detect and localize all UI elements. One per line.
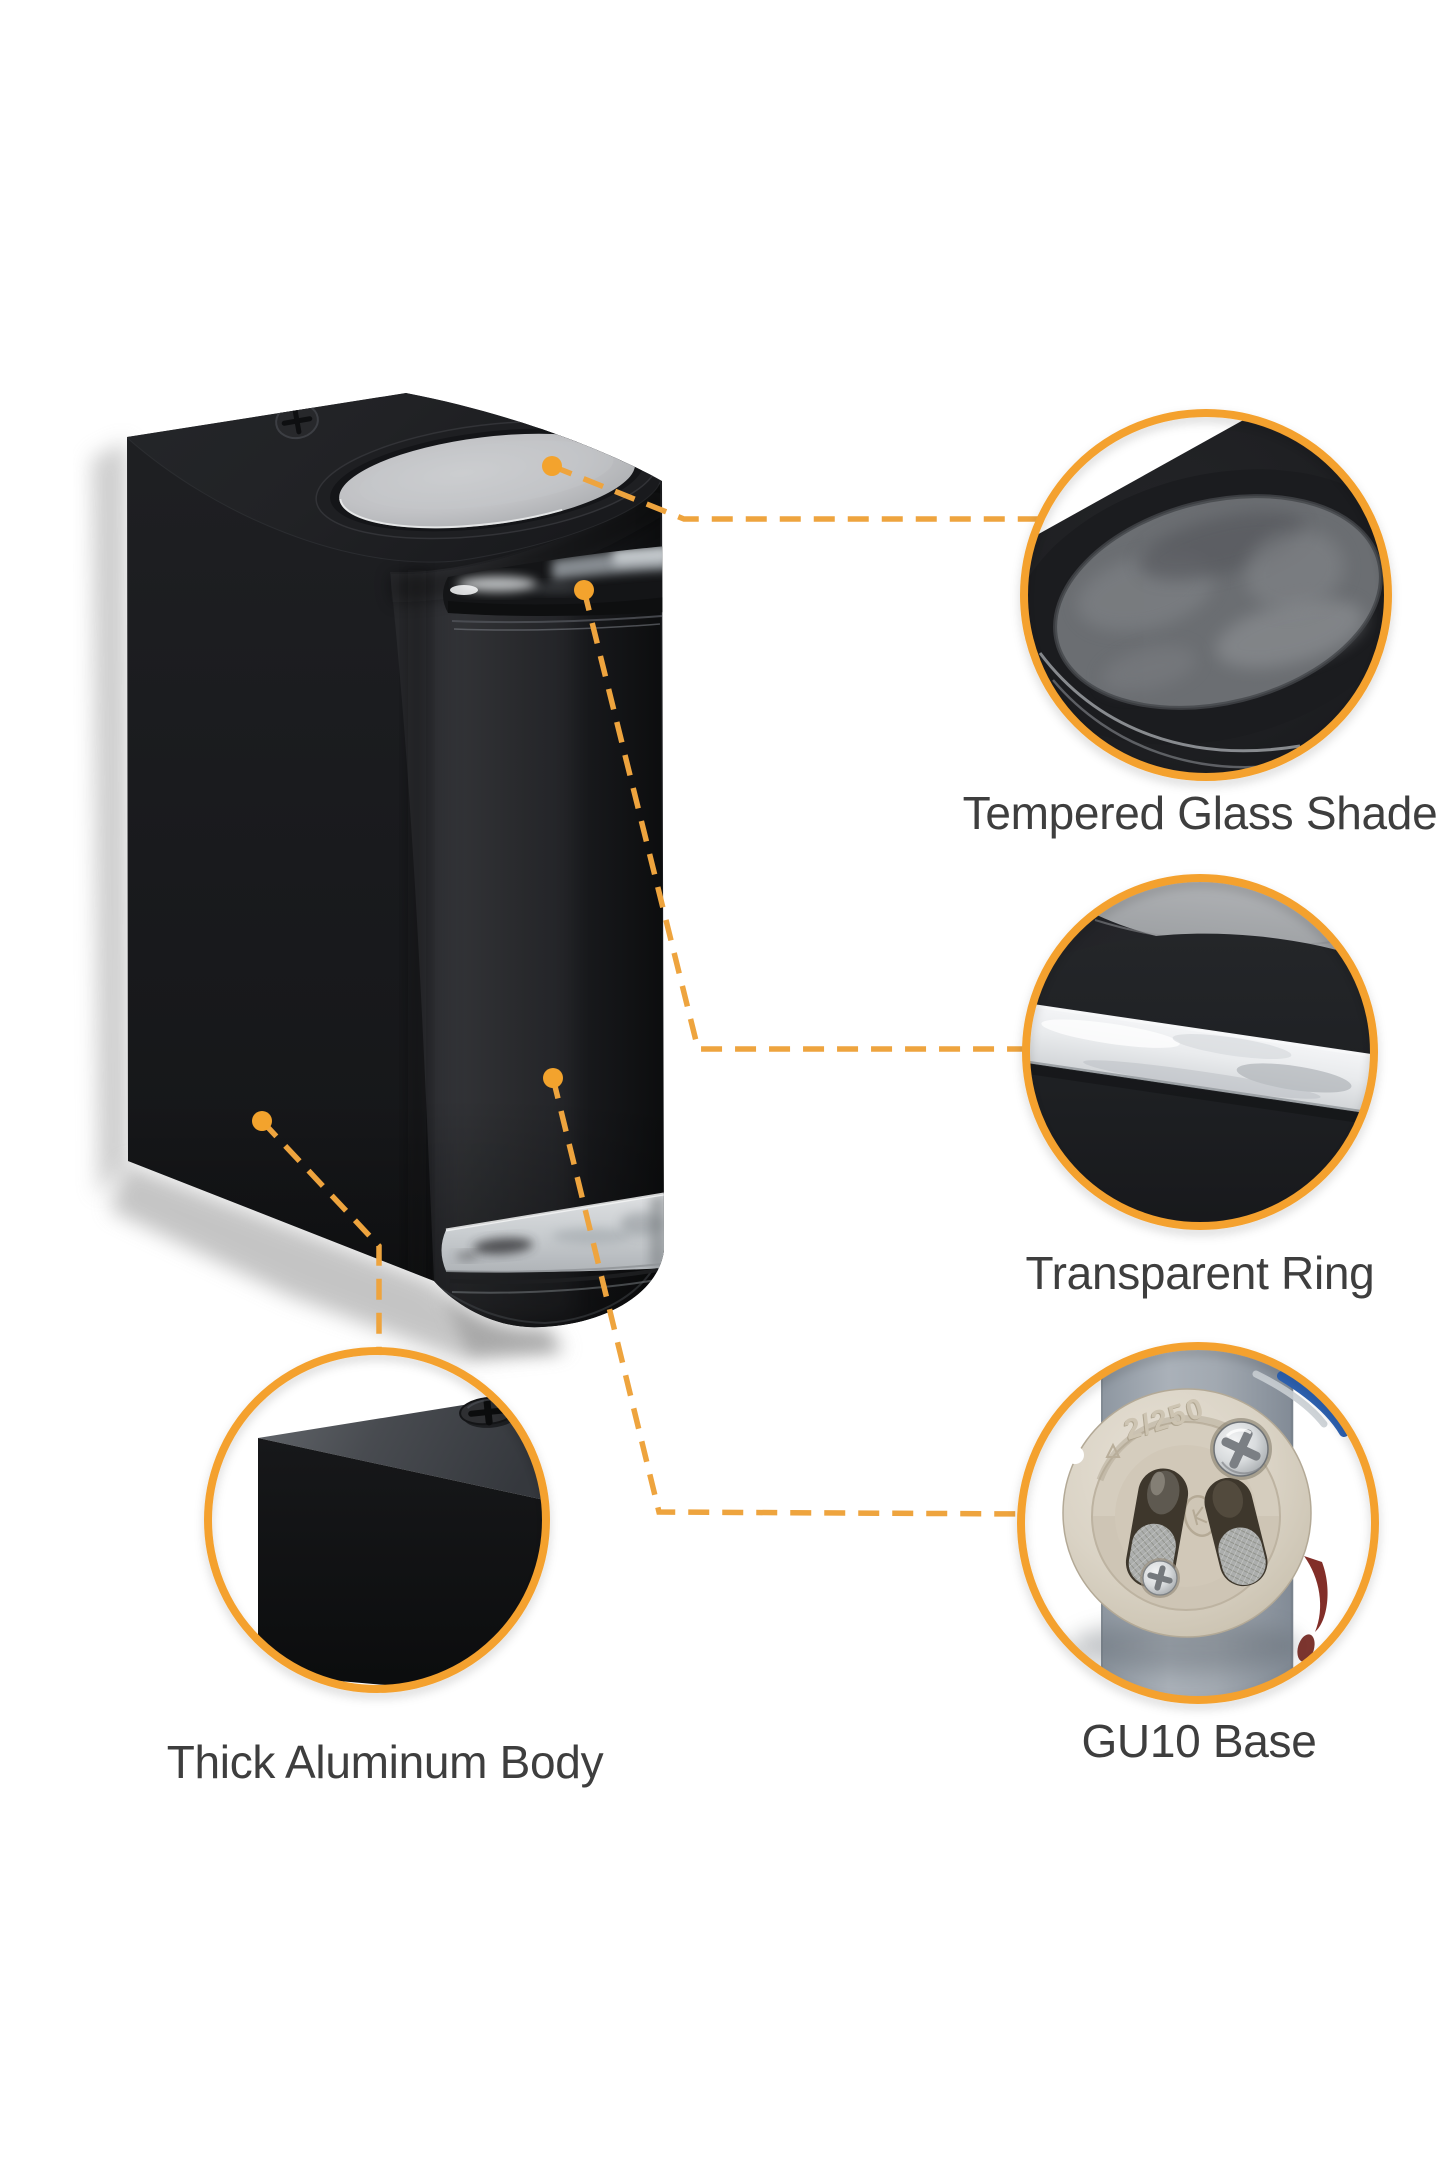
callout-ring-transparent-ring: [1022, 874, 1378, 1230]
wire-gray: [1252, 1370, 1328, 1428]
glass-shade-background: [1035, 414, 1247, 536]
callout-ring-glass-shade: [1020, 409, 1392, 781]
callout-circle-gu10-base: 2/250 2/250: [1017, 1342, 1379, 1704]
wall-shadow: [92, 441, 566, 1360]
bottom-ring-slot: [441, 1192, 664, 1294]
callout-ring-aluminum-body: [204, 1347, 550, 1693]
leader-dots: [252, 456, 594, 1131]
red-gasket: [1304, 1556, 1328, 1632]
callout-circle-transparent-ring: [1022, 874, 1378, 1230]
callout-circle-aluminum-body: [204, 1347, 550, 1693]
label-transparent-ring: Transparent Ring: [1025, 1247, 1375, 1299]
callout-circle-glass-shade: [1020, 409, 1392, 781]
callout-ring-gu10-base: [1017, 1342, 1379, 1704]
leader-line-glass-shade: [550, 463, 1046, 522]
leader-line-aluminum-body: [259, 1119, 382, 1356]
gu10-screw-top: [1210, 1418, 1272, 1480]
product-wall-light: [127, 393, 664, 1328]
top-ring-slot: [443, 546, 664, 631]
gu10-base-closeup: 2/250 2/250: [1062, 1347, 1371, 1699]
top-screw: [275, 402, 319, 440]
label-gu10-base: GU10 Base: [1081, 1715, 1317, 1767]
leader-lines: [259, 463, 1046, 1517]
gu10-contact-hole-left: [1125, 1468, 1189, 1588]
product-lens: [315, 420, 659, 540]
gu10-screw-bottom: [1140, 1558, 1180, 1598]
body-corner-front-face: [258, 1438, 545, 1688]
glass-rim-highlight: [1038, 652, 1301, 753]
dot-transparent-ring: [574, 580, 594, 600]
leader-line-gu10-base: [550, 1077, 1029, 1517]
dot-aluminum-body: [252, 1111, 272, 1131]
dot-glass-shade: [542, 456, 562, 476]
leader-line-transparent-ring: [581, 589, 1032, 1052]
wire-blue: [1277, 1371, 1349, 1437]
aluminum-body-closeup: [258, 1390, 545, 1688]
label-tempered-glass-shade: Tempered Glass Shade: [962, 787, 1438, 839]
gu10-contact-hole-right: [1204, 1477, 1268, 1587]
label-thick-aluminum-body: Thick Aluminum Body: [166, 1736, 604, 1788]
dot-gu10-base: [543, 1068, 563, 1088]
glass-shade-closeup: [1053, 494, 1383, 710]
transparent-ring-closeup: [1027, 879, 1373, 1225]
